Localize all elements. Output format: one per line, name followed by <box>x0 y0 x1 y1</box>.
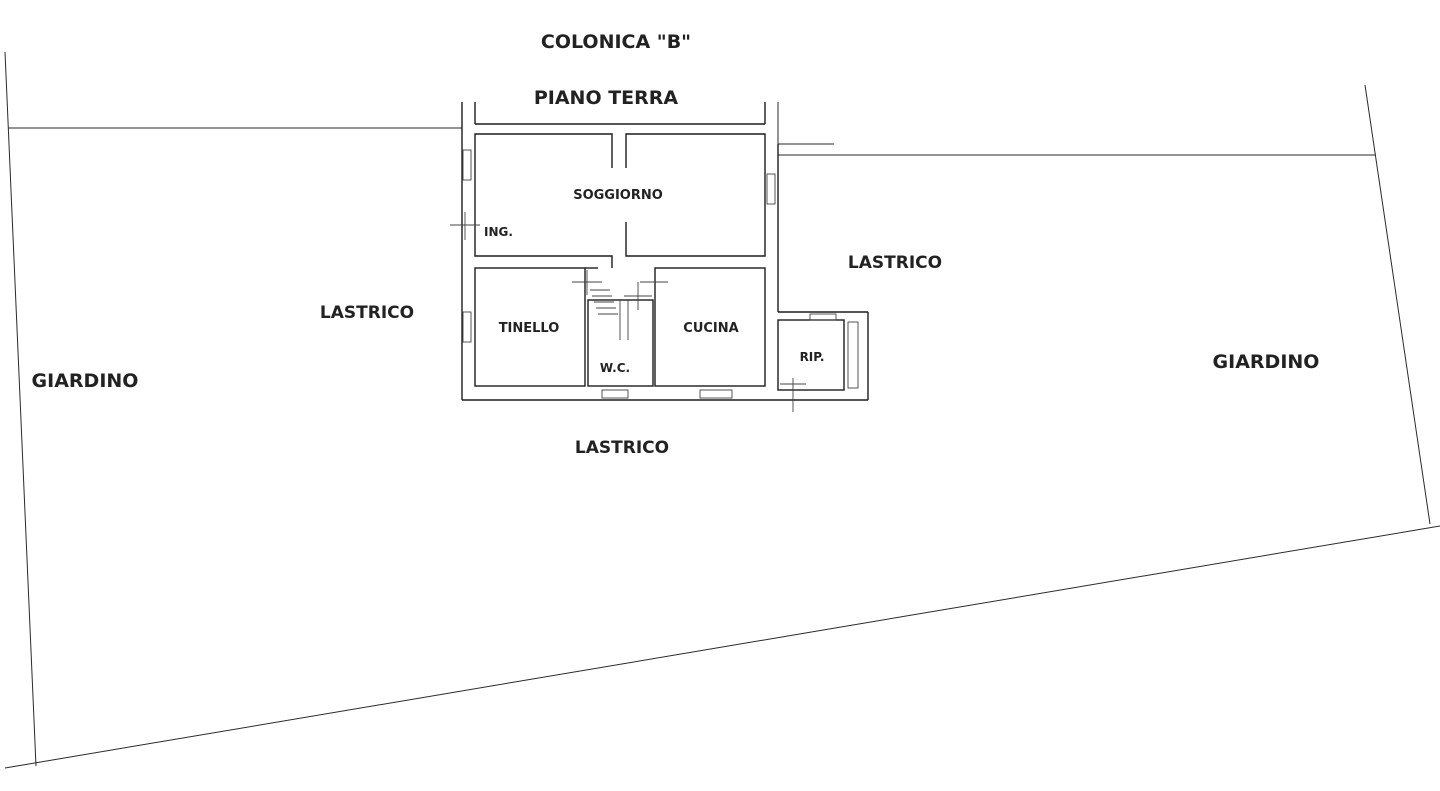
area-label-giardino-left: GIARDINO <box>32 370 139 392</box>
openings <box>450 149 837 412</box>
room-label-soggiorno: SOGGIORNO <box>573 188 663 203</box>
room-label-cucina: CUCINA <box>683 321 738 336</box>
room-label-ingresso: ING. <box>484 225 513 239</box>
area-label-lastrico-left: LASTRICO <box>320 303 414 323</box>
room-label-tinello: TINELLO <box>499 321 560 336</box>
plan-title: COLONICA "B" <box>541 31 691 53</box>
area-label-lastrico-right: LASTRICO <box>848 253 942 273</box>
room-label-ripostiglio: RIP. <box>800 350 825 364</box>
building-walls <box>461 102 869 401</box>
area-label-lastrico-bottom: LASTRICO <box>575 438 669 458</box>
area-label-giardino-right: GIARDINO <box>1213 351 1320 373</box>
room-label-wc: W.C. <box>600 361 630 375</box>
plan-subtitle: PIANO TERRA <box>534 87 679 109</box>
lot-boundary <box>4 51 1440 769</box>
